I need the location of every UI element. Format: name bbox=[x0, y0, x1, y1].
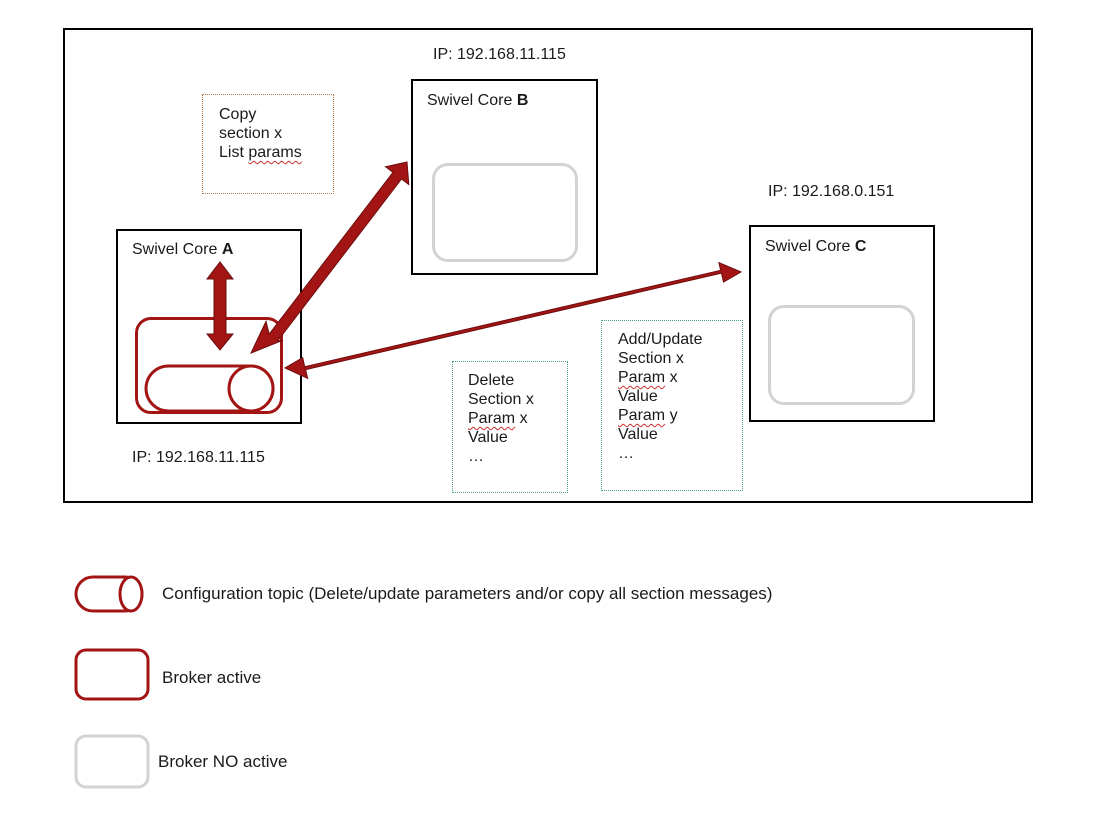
add-update-note-line-6: Value bbox=[618, 426, 658, 443]
add-update-note-line-1: Add/Update bbox=[618, 331, 703, 348]
core-c-ip: IP: 192.168.0.151 bbox=[768, 183, 895, 200]
core-b-broker-inactive bbox=[432, 163, 578, 262]
core-b-box: Swivel Core B bbox=[411, 79, 598, 275]
core-c-title: Swivel Core C bbox=[765, 238, 867, 255]
add-update-note-param-1: Param bbox=[618, 369, 666, 386]
legend-active-icon bbox=[74, 648, 150, 701]
arrow-a-title-to-broker bbox=[205, 261, 235, 351]
copy-note-line-1: Copy bbox=[219, 106, 257, 123]
diagram-frame bbox=[63, 28, 1033, 503]
core-b-title: Swivel Core B bbox=[427, 92, 529, 109]
delete-note-line-2: Section x bbox=[468, 391, 534, 408]
legend-active-label: Broker active bbox=[162, 668, 262, 687]
add-update-note: Add/Update Section x Param x Value Param… bbox=[601, 320, 743, 491]
core-c-box: Swivel Core C bbox=[749, 225, 935, 422]
delete-note-param: Param bbox=[468, 410, 516, 427]
core-c-broker-inactive bbox=[768, 305, 915, 405]
add-update-note-line-4: Value bbox=[618, 388, 658, 405]
add-update-note-line-2: Section x bbox=[618, 350, 684, 367]
add-update-note-param-2-suffix: y bbox=[665, 407, 678, 424]
delete-note-line-4: Value bbox=[468, 429, 508, 446]
add-update-note-param-2: Param bbox=[618, 407, 666, 424]
delete-note-line-1: Delete bbox=[468, 372, 515, 389]
delete-note-param-suffix: x bbox=[515, 410, 528, 427]
core-a-ip: IP: 192.168.11.115 bbox=[132, 449, 265, 466]
add-update-note-ellipsis: … bbox=[618, 445, 634, 462]
copy-note-line-2: section x bbox=[219, 125, 283, 142]
core-a-title: Swivel Core A bbox=[132, 241, 234, 258]
arrow-a-to-b bbox=[250, 161, 410, 354]
core-b-ip: IP: 192.168.11.115 bbox=[433, 46, 566, 63]
delete-note-ellipsis: … bbox=[468, 448, 484, 465]
legend-inactive-label: Broker NO active bbox=[158, 752, 288, 771]
delete-note: Delete Section x Param x Value … bbox=[452, 361, 568, 493]
copy-note-line-3: List bbox=[219, 144, 249, 161]
legend-topic-label: Configuration topic (Delete/update param… bbox=[162, 584, 773, 603]
legend-topic-icon bbox=[74, 575, 144, 613]
copy-note-params: params bbox=[248, 144, 302, 161]
arrow-a-to-c bbox=[283, 261, 743, 380]
copy-note: Copy section x List params bbox=[202, 94, 334, 194]
add-update-note-param-1-suffix: x bbox=[665, 369, 678, 386]
core-a-config-topic bbox=[144, 364, 275, 413]
legend-inactive-icon bbox=[74, 734, 150, 789]
